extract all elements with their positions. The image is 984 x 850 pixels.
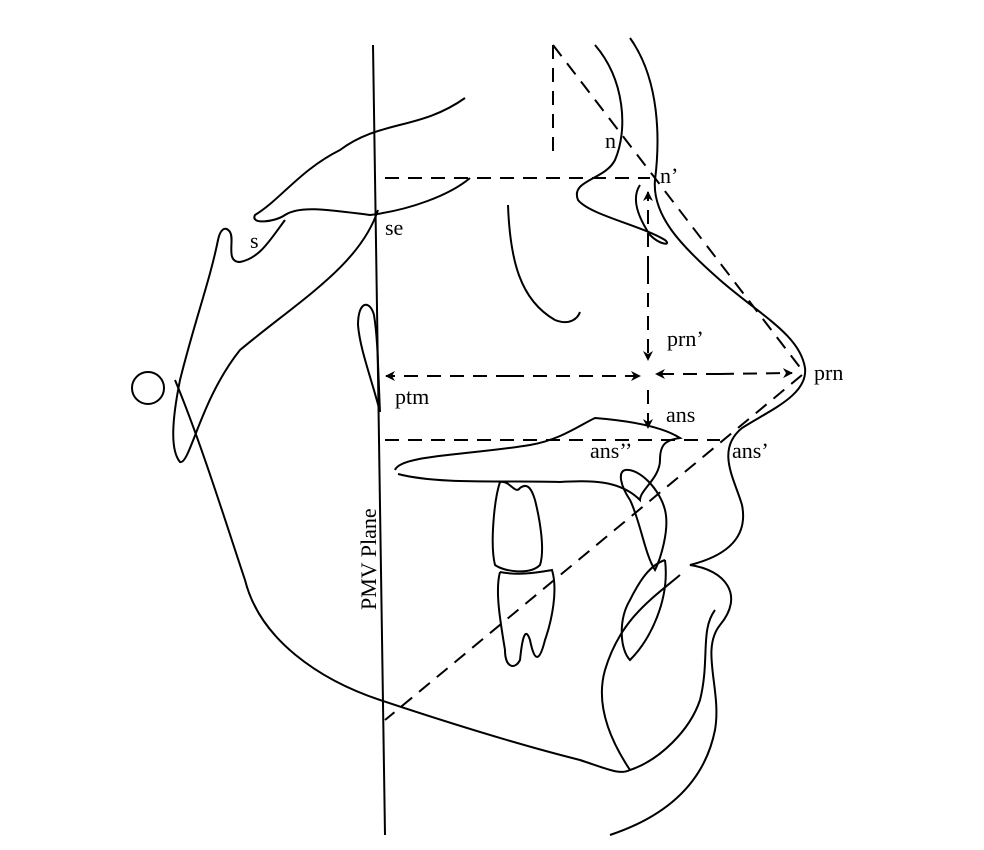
n-prn-line xyxy=(552,44,803,371)
soft-tissue-profile xyxy=(609,37,807,836)
label-prn-prime: prn’ xyxy=(667,326,704,351)
cranial-base xyxy=(253,97,471,223)
pterygomaxillary-fissure xyxy=(356,303,381,413)
label-prn: prn xyxy=(814,360,844,385)
orbit-curve xyxy=(507,204,581,324)
label-ans-prime: ans’ xyxy=(732,438,769,463)
nasal-bone xyxy=(575,44,669,245)
label-se: se xyxy=(385,215,404,240)
upper-incisor xyxy=(619,468,668,572)
prn-pmv-line xyxy=(384,374,803,721)
label-ptm: ptm xyxy=(395,384,430,409)
label-s: s xyxy=(250,228,259,253)
label-n: n xyxy=(605,128,616,153)
label-ans-double-prime: ans’’ xyxy=(590,438,633,463)
pmv-plane-line xyxy=(372,44,386,836)
ear-rod-circle xyxy=(131,371,165,405)
molar-upper xyxy=(491,480,544,573)
mandible xyxy=(174,379,681,773)
label-ans: ans xyxy=(666,402,696,427)
symphysis xyxy=(629,609,716,771)
sella-turcica xyxy=(172,209,379,463)
lower-incisor xyxy=(620,559,667,662)
label-pmv-plane: PMV Plane xyxy=(356,508,381,610)
horizontal-arrow-right-prn xyxy=(719,368,793,379)
palate xyxy=(394,416,683,503)
molar-lower xyxy=(496,568,556,667)
label-n-prime: n’ xyxy=(660,163,679,188)
